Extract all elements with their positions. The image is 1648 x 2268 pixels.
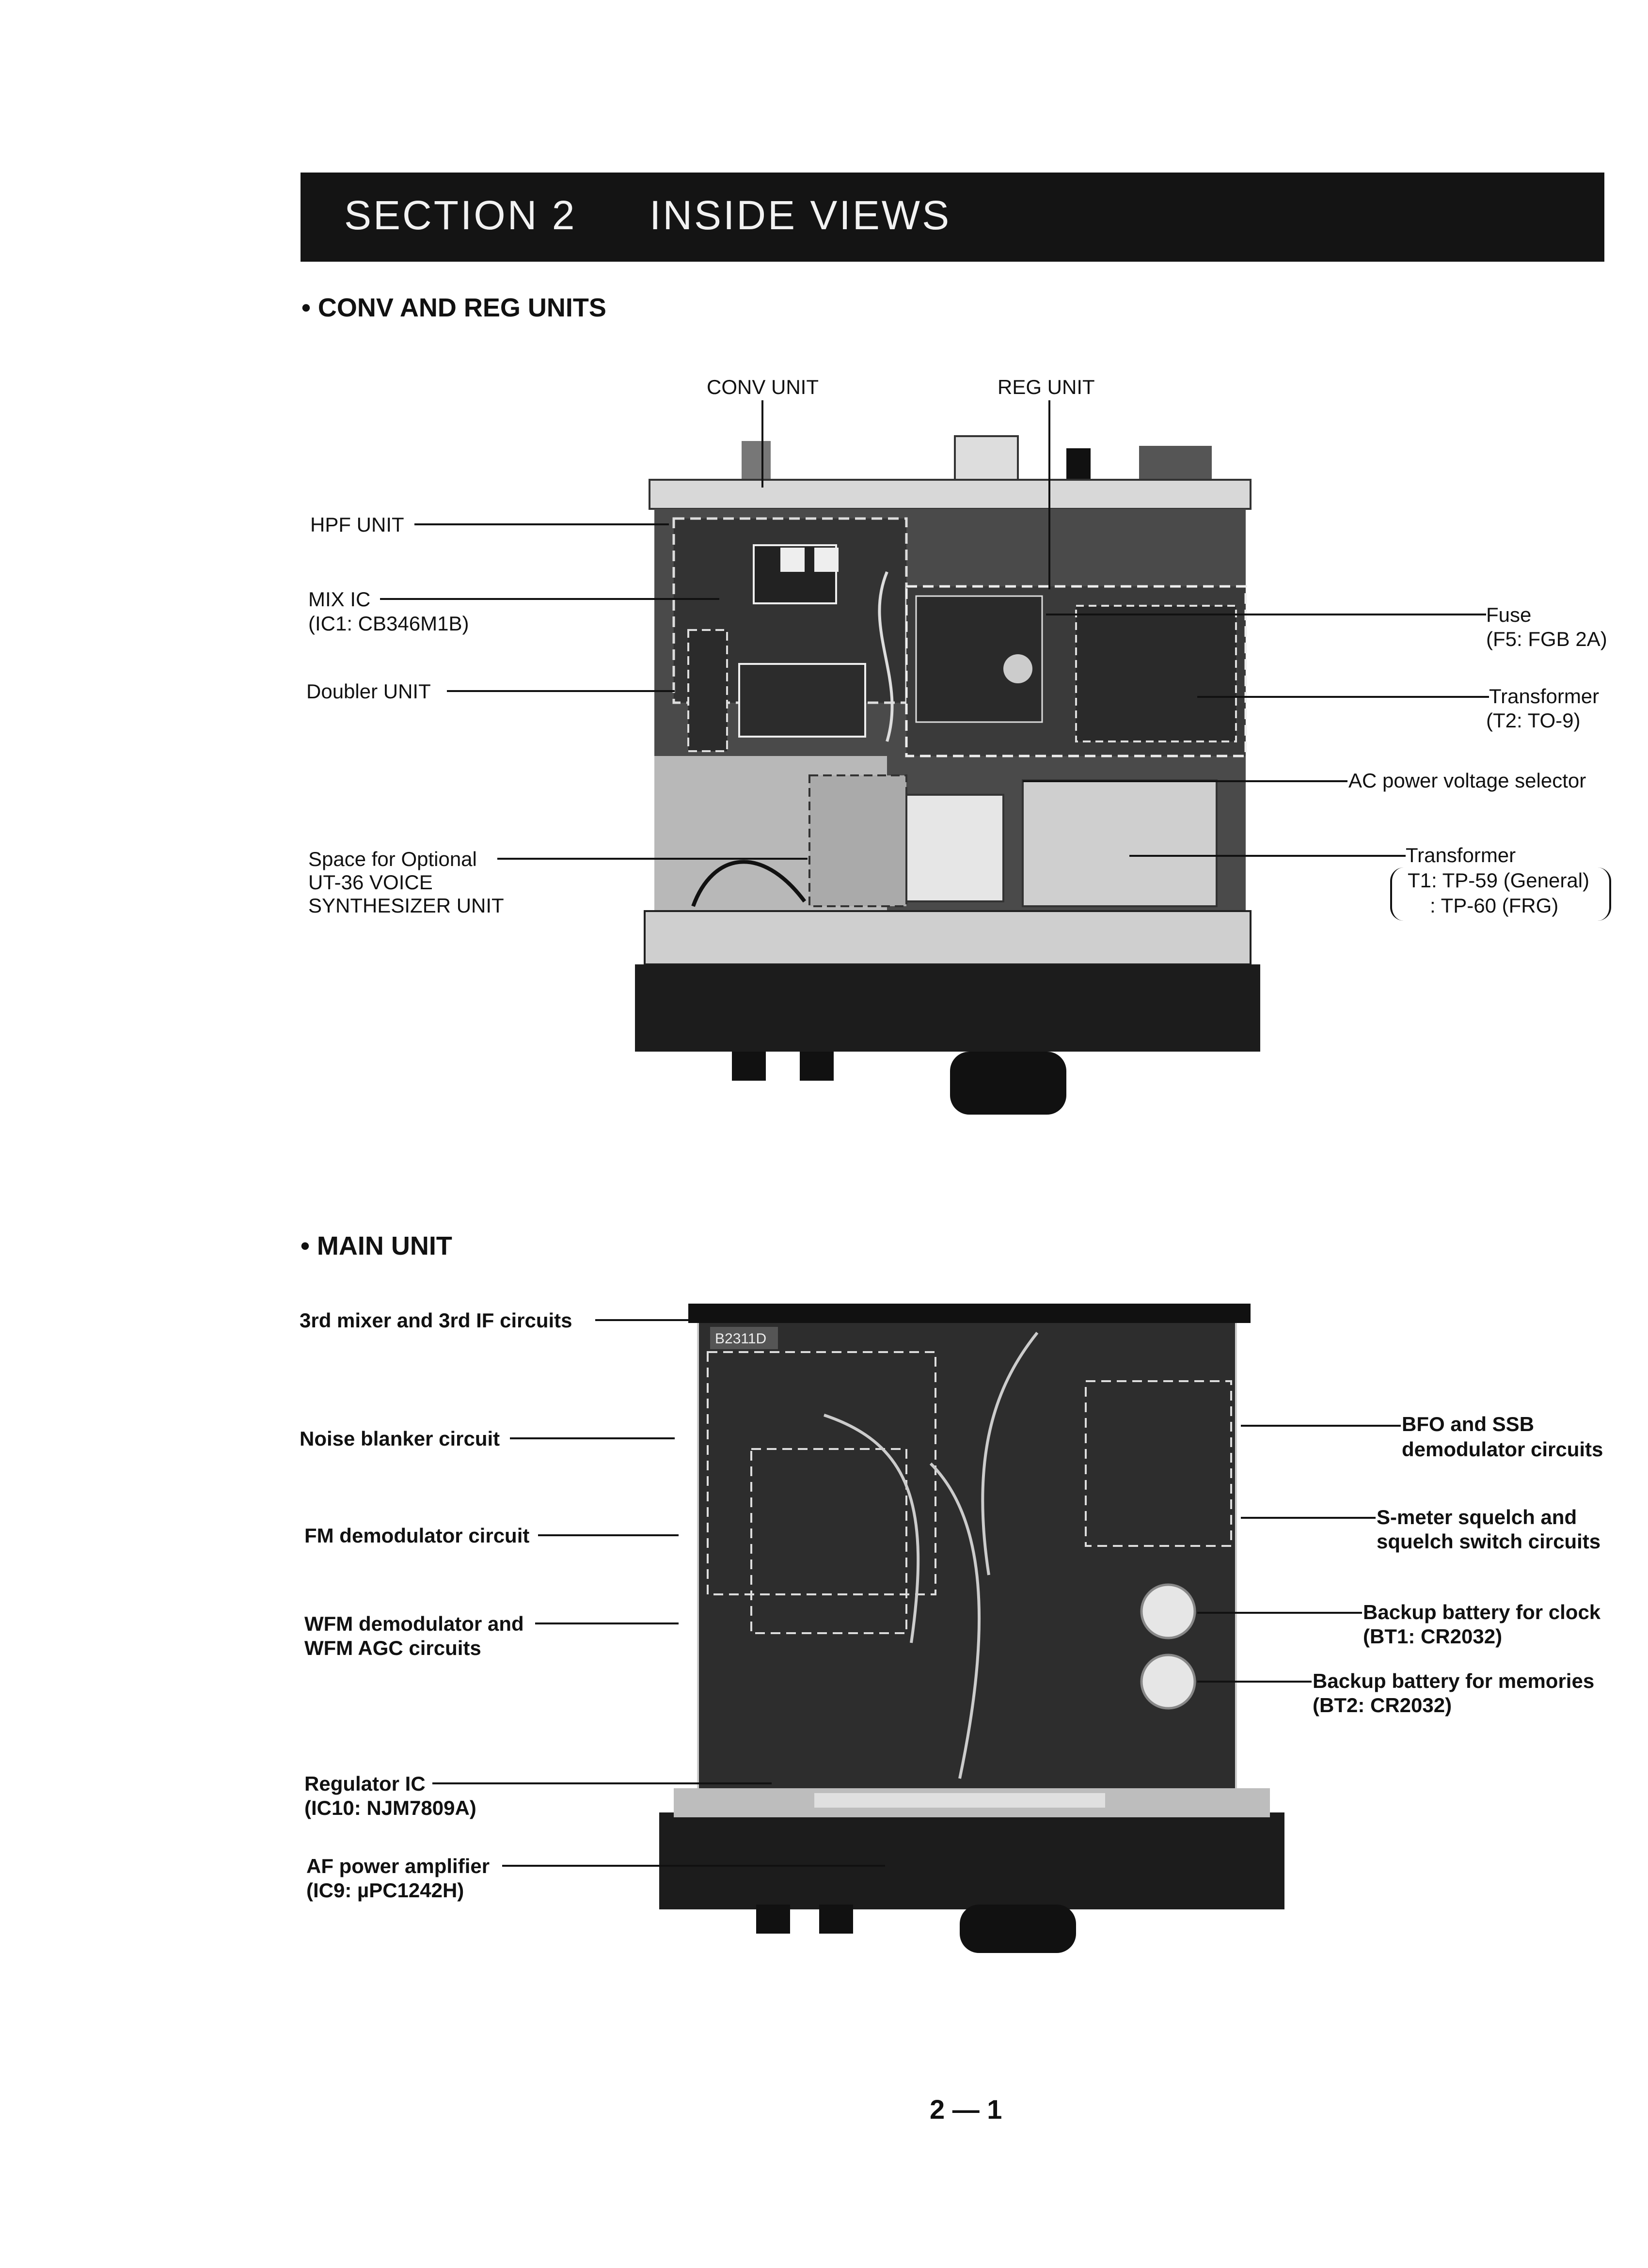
transformer-t2-part: (T2: TO-9) <box>1486 709 1581 732</box>
main-unit-heading: • MAIN UNIT <box>301 1231 452 1260</box>
conv-unit-label: CONV UNIT <box>707 376 819 398</box>
noise-blanker-label: Noise blanker circuit <box>300 1427 500 1450</box>
board-code: B2311D <box>715 1331 766 1347</box>
bt2-part: (BT2: CR2032) <box>1313 1694 1452 1717</box>
main-unit-photo-graphic: B2311D <box>659 1304 1284 1953</box>
bt1-part: (BT1: CR2032) <box>1363 1625 1503 1648</box>
transformer-t1-label: Transformer <box>1406 844 1516 866</box>
bt1-leader <box>1197 1612 1362 1614</box>
mixer3-label: 3rd mixer and 3rd IF circuits <box>300 1309 572 1332</box>
wfm-agc-label: WFM AGC circuits <box>304 1637 481 1659</box>
transformer-t1-right-bracket <box>1598 867 1611 921</box>
transformer-t1-frg: : TP-60 (FRG) <box>1430 894 1559 917</box>
mix-ic-leader <box>380 598 719 600</box>
bt1-label: Backup battery for clock <box>1363 1601 1601 1623</box>
af-amp-part: (IC9: µPC1242H) <box>306 1879 464 1902</box>
space-optional-line2: UT-36 VOICE <box>308 871 433 894</box>
transformer-t1-left-bracket <box>1390 867 1404 921</box>
fuse-label: Fuse <box>1486 603 1532 626</box>
section-banner: SECTION 2 INSIDE VIEWS <box>301 173 1604 262</box>
regulator-ic-label: Regulator IC <box>304 1772 426 1795</box>
doubler-unit-leader <box>447 690 675 692</box>
hpf-unit-leader <box>414 523 669 525</box>
space-optional-leader <box>497 858 808 860</box>
transformer-t2-label: Transformer <box>1489 685 1600 708</box>
space-optional-line3: SYNTHESIZER UNIT <box>308 894 504 917</box>
transformer-t1-leader <box>1129 855 1406 857</box>
section-label: SECTION 2 <box>344 192 577 238</box>
reg-unit-leader <box>1048 400 1050 589</box>
space-optional-line1: Space for Optional <box>308 848 477 870</box>
noise-blanker-leader <box>510 1437 675 1439</box>
ac-selector-leader <box>1023 780 1347 782</box>
regulator-ic-part: (IC10: NJM7809A) <box>304 1796 476 1819</box>
fuse-leader <box>1046 614 1486 615</box>
conv-unit-leader <box>761 400 763 488</box>
af-amp-label: AF power amplifier <box>306 1855 490 1877</box>
transformer-t1-general: T1: TP-59 (General) <box>1408 869 1590 892</box>
bt2-label: Backup battery for memories <box>1313 1670 1595 1692</box>
bfo-label: BFO and SSB <box>1402 1413 1535 1435</box>
wfm-demod-label: WFM demodulator and <box>304 1612 524 1635</box>
reg-unit-label: REG UNIT <box>998 376 1095 398</box>
mixer3-leader <box>595 1319 930 1321</box>
conv-reg-heading: • CONV AND REG UNITS <box>301 293 606 322</box>
mix-ic-part: (IC1: CB346M1B) <box>308 612 469 635</box>
page-number: 2 — 1 <box>930 2094 1002 2125</box>
bt2-leader <box>1197 1681 1312 1683</box>
mix-ic-label: MIX IC <box>308 588 371 611</box>
fuse-part: (F5: FGB 2A) <box>1486 628 1607 650</box>
main-unit-photo: B2311D <box>659 1304 1284 1958</box>
fm-demod-leader <box>538 1534 679 1536</box>
bfo-leader <box>1241 1425 1401 1427</box>
regulator-ic-leader <box>432 1782 772 1784</box>
af-amp-leader <box>502 1865 885 1867</box>
wfm-leader <box>535 1622 679 1624</box>
smeter-label: S-meter squelch and <box>1377 1506 1577 1528</box>
smeter-leader <box>1241 1517 1376 1519</box>
section-title: INSIDE VIEWS <box>650 192 951 238</box>
ac-selector-label: AC power voltage selector <box>1348 769 1586 792</box>
doubler-unit-label: Doubler UNIT <box>306 680 431 703</box>
hpf-unit-label: HPF UNIT <box>310 513 404 536</box>
ssb-demod-label: demodulator circuits <box>1402 1438 1603 1461</box>
transformer-t2-leader <box>1197 696 1489 698</box>
squelch-switch-label: squelch switch circuits <box>1377 1530 1601 1553</box>
fm-demod-label: FM demodulator circuit <box>304 1524 530 1547</box>
